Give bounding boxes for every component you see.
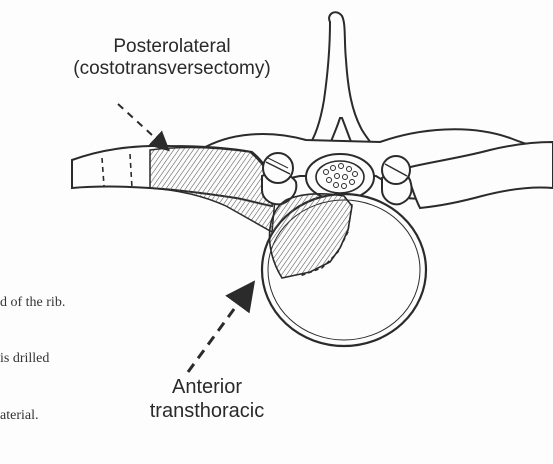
anterior-label-line1: Anterior	[112, 376, 302, 400]
posterolateral-label: Posterolateral (costotransversectomy)	[52, 36, 292, 81]
anterior-label-line2: transthoracic	[112, 400, 302, 424]
cropped-caption: d of the rib. is drilled aterial.	[0, 256, 65, 464]
caption-line: is drilled	[0, 350, 65, 369]
anterior-label: Anterior transthoracic	[112, 376, 302, 423]
resected-rib-hatch	[150, 148, 276, 232]
spinous-process	[306, 12, 376, 154]
caption-line: d of the rib.	[0, 294, 65, 313]
posterolateral-label-line1: Posterolateral	[52, 36, 292, 58]
caption-line: aterial.	[0, 407, 65, 426]
posterolateral-label-line2: (costotransversectomy)	[52, 58, 292, 80]
posterolateral-arrow	[118, 104, 164, 146]
anterior-arrow	[188, 290, 248, 372]
